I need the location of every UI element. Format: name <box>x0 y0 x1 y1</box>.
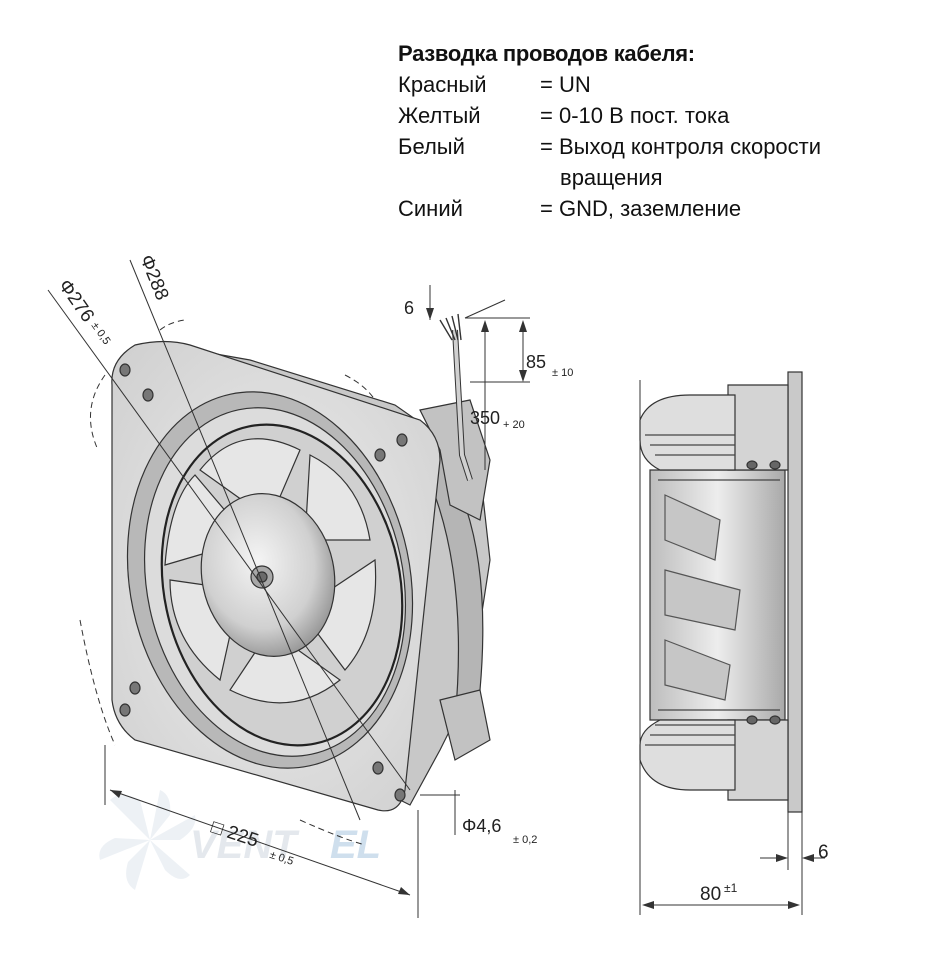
wiring-row-yellow: Желтый = 0-10 В пост. тока <box>398 100 860 131</box>
wire-color: Белый <box>398 134 465 159</box>
watermark: VENT EL <box>99 790 381 890</box>
dim-cable: 350 <box>470 408 500 428</box>
dim-wire-end: 6 <box>404 298 414 318</box>
dim-d276: Φ276 <box>54 276 98 326</box>
wiring-legend: Разводка проводов кабеля: Красный = UN Ж… <box>398 38 860 224</box>
dim-strip: 85 <box>526 352 546 372</box>
wire-color <box>398 162 540 193</box>
wiring-title: Разводка проводов кабеля: <box>398 41 695 66</box>
front-dimension-lines <box>47 259 530 918</box>
wire-color: Желтый <box>398 103 481 128</box>
side-dimension-lines <box>639 380 825 915</box>
wire-function: = Выход контроля скорости <box>540 134 822 159</box>
dim-flange: 6 <box>818 842 829 863</box>
dim-d288: Φ288 <box>135 252 172 303</box>
dim-d276-tol: ± 0,5 <box>89 320 113 347</box>
watermark-text-1: VENT <box>190 823 300 867</box>
wiring-row-red: Красный = UN <box>398 69 860 100</box>
wire-color: Красный <box>398 72 487 97</box>
wire-ends <box>439 313 462 341</box>
dim-depth: 80 <box>700 884 721 905</box>
fan-side-view <box>639 371 803 813</box>
wiring-row-white-cont: вращения <box>398 162 860 193</box>
watermark-fan-icon <box>99 790 196 890</box>
dim-arrows <box>110 308 527 895</box>
side-ribs <box>645 434 780 746</box>
mounting-holes <box>119 363 408 802</box>
wiring-row-white: Белый = Выход контроля скорости <box>398 131 860 162</box>
wire-function: = GND, заземление <box>540 196 742 221</box>
impeller-blades <box>164 438 377 704</box>
dim-hole-tol: ± 0,2 <box>513 834 537 846</box>
fan-isometric-view <box>111 313 491 812</box>
wire-function: = UN <box>540 72 591 97</box>
wire-function: = 0-10 В пост. тока <box>540 103 730 128</box>
side-blades <box>664 494 741 701</box>
side-holes <box>746 460 781 725</box>
side-dim-arrows <box>642 854 814 909</box>
watermark-text-2: EL <box>330 823 381 867</box>
wire-color: Синий <box>398 196 463 221</box>
dim-depth-tol: ±1 <box>724 881 738 895</box>
dim-strip-tol: ± 10 <box>552 367 573 379</box>
wiring-row-blue: Синий = GND, заземление <box>398 193 860 224</box>
dim-hole: Φ4,6 <box>462 816 501 836</box>
wire-function: вращения <box>560 165 663 190</box>
dim-cable-tol: + 20 <box>503 419 525 431</box>
